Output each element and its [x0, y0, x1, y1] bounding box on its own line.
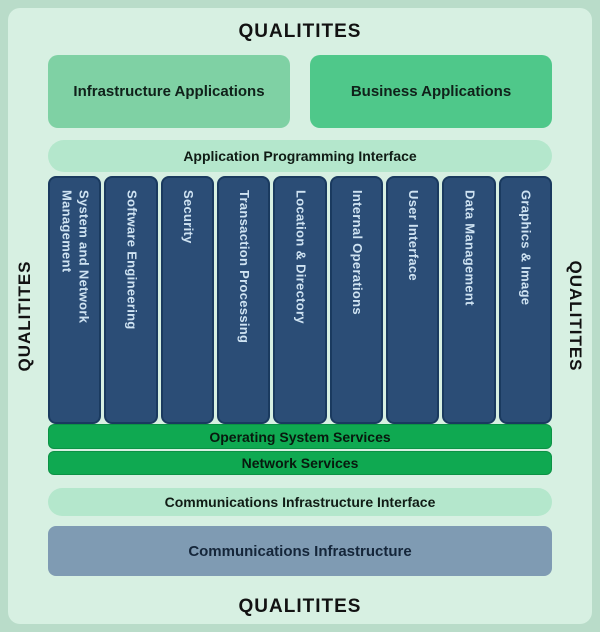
api-bar-label: Application Programming Interface [183, 148, 417, 164]
service-column-security: Security [160, 176, 214, 424]
qualities-label-top: QUALITITES [238, 21, 362, 42]
service-column-data-management: Data Management [442, 176, 496, 424]
service-column-label: Graphics & Image [518, 190, 534, 306]
service-column-label: Transaction Processing [237, 190, 253, 344]
network-services-bar: Network Services [48, 451, 552, 475]
service-column-label: Software Engineering [124, 190, 140, 330]
service-column-label: Security [180, 190, 196, 244]
service-column-label: Data Management [462, 190, 478, 306]
communications-infrastructure-label: Communications Infrastructure [188, 542, 412, 560]
diagram-panel: QUALITITES QUALITITES QUALITITES Infrast… [8, 8, 592, 624]
business-applications-box: Business Applications [310, 55, 552, 128]
service-column-label: User Interface [406, 190, 422, 281]
qualities-label-left: QUALITITES [15, 260, 34, 372]
network-services-label: Network Services [241, 455, 359, 471]
service-column-label: Internal Operations [349, 190, 365, 315]
infrastructure-applications-box: Infrastructure Applications [48, 55, 290, 128]
service-column-graphics-image: Graphics & Image [498, 176, 552, 424]
service-column-label: Location & Directory [293, 190, 309, 324]
service-column-software-engineering: Software Engineering [104, 176, 158, 424]
communications-infrastructure-interface-bar: Communications Infrastructure Interface [48, 488, 552, 516]
api-bar: Application Programming Interface [48, 140, 552, 172]
service-column-label: System and Network Management [59, 190, 92, 324]
qualities-label-right: QUALITITES [566, 260, 585, 372]
operating-system-services-bar: Operating System Services [48, 424, 552, 449]
communications-infrastructure-interface-label: Communications Infrastructure Interface [164, 494, 436, 510]
service-column-transaction-processing: Transaction Processing [216, 176, 271, 424]
operating-system-services-label: Operating System Services [209, 428, 391, 445]
qualities-label-bottom: QUALITITES [238, 596, 362, 617]
service-columns: System and Network Management Software E… [48, 176, 552, 424]
service-column-location-directory: Location & Directory [273, 176, 327, 424]
service-column-user-interface: User Interface [385, 176, 440, 424]
communications-infrastructure-bar: Communications Infrastructure [48, 526, 552, 576]
service-column-internal-operations: Internal Operations [329, 176, 383, 424]
infrastructure-applications-label: Infrastructure Applications [73, 83, 265, 100]
business-applications-label: Business Applications [350, 83, 512, 100]
application-layer: Infrastructure Applications Business App… [48, 55, 552, 128]
service-column-system-network-management: System and Network Management [48, 176, 102, 424]
